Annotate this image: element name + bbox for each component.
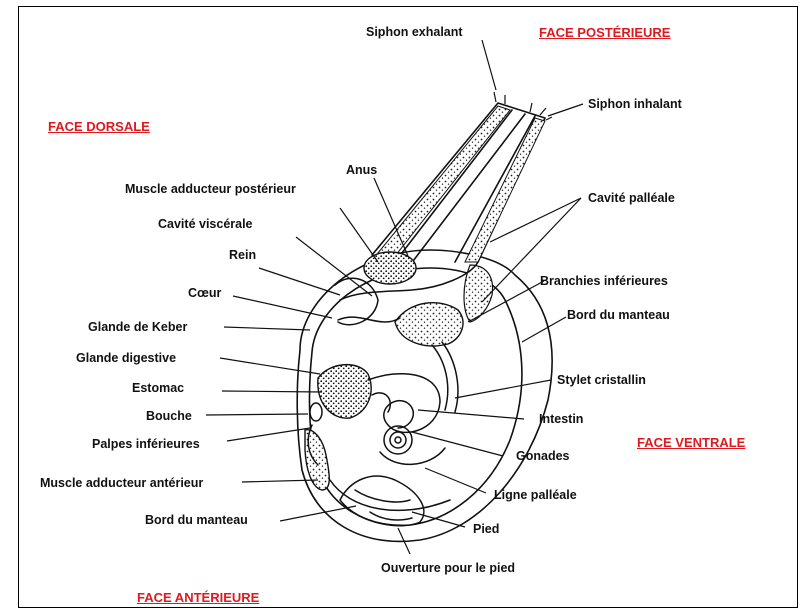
label-muscle-adducteur-posterieur: Muscle adducteur postérieur (125, 182, 296, 196)
digestive-gland (318, 365, 371, 419)
gills (395, 303, 463, 346)
face-ventrale-label: FACE VENTRALE (637, 435, 745, 450)
label-glande-digestive: Glande digestive (76, 351, 176, 365)
label-ouverture-pied: Ouverture pour le pied (381, 561, 515, 575)
pallial-line (330, 480, 450, 510)
label-siphon-exhalant: Siphon exhalant (366, 25, 463, 39)
label-cavite-viscerale: Cavité viscérale (158, 217, 253, 231)
label-pied: Pied (473, 522, 499, 536)
intestine (368, 374, 440, 433)
mantle-stipple (464, 265, 493, 322)
face-posterieure-label: FACE POSTÉRIEURE (539, 25, 670, 40)
label-coeur: Cœur (188, 286, 221, 300)
face-anterieure-label: FACE ANTÉRIEURE (137, 590, 259, 605)
label-bouche: Bouche (146, 409, 192, 423)
face-dorsale-label: FACE DORSALE (48, 119, 150, 134)
posterior-adductor (364, 252, 416, 284)
label-ligne-palleale: Ligne palléale (494, 488, 577, 502)
gonad-coil (384, 426, 412, 454)
label-cavite-palleale: Cavité palléale (588, 191, 675, 205)
label-siphon-inhalant: Siphon inhalant (588, 97, 682, 111)
label-estomac: Estomac (132, 381, 184, 395)
label-stylet-cristallin: Stylet cristallin (557, 373, 646, 387)
label-bord-manteau-right: Bord du manteau (567, 308, 670, 322)
label-glande-keber: Glande de Keber (88, 320, 187, 334)
label-bord-manteau-left: Bord du manteau (145, 513, 248, 527)
label-muscle-adducteur-anterieur: Muscle adducteur antérieur (40, 476, 203, 490)
label-gonades: Gonades (516, 449, 570, 463)
label-palpes-inferieures: Palpes inférieures (92, 437, 200, 451)
mouth (310, 403, 322, 421)
label-anus: Anus (346, 163, 377, 177)
label-intestin: Intestin (539, 412, 583, 426)
label-rein: Rein (229, 248, 256, 262)
label-branchies-inferieures: Branchies inférieures (540, 274, 668, 288)
